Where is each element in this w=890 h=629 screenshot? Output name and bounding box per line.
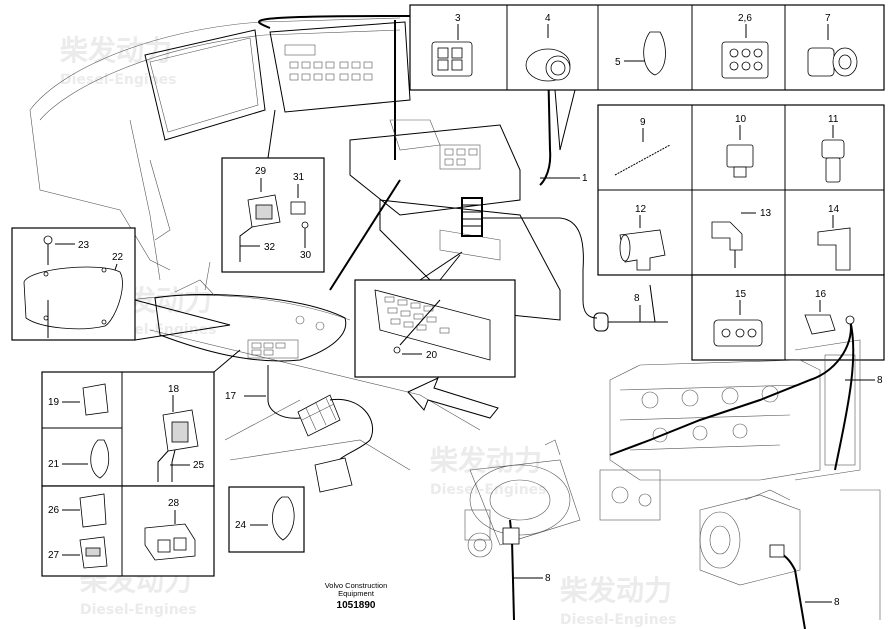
callout-31: 31 [293,172,305,183]
callout-8-pump: 8 [545,573,551,584]
connector-7 [807,47,835,77]
callout-21: 21 [48,459,60,470]
callout-2-6: 2,6 [738,13,752,24]
callout-12: 12 [635,204,647,215]
callout-32: 32 [264,242,276,253]
screw-30 [301,221,309,229]
watermark-logo-4: 柴发动力 [430,444,542,477]
callout-27: 27 [48,550,60,561]
armrest-console [154,261,347,362]
callout-13: 13 [760,208,772,219]
screw-23 [43,235,53,245]
symbol-insert-31 [290,201,306,215]
watermark-logo-6: 柴发动力 [560,574,672,607]
elbow-connector-13 [711,221,743,251]
connector-10 [726,144,754,168]
cover-plate-22 [23,266,123,330]
detail-pointer [329,179,401,291]
callout-30: 30 [300,250,312,261]
publisher-line-1: Volvo Construction [324,581,388,590]
callout-18: 18 [168,384,180,395]
callout-10: 10 [735,114,747,125]
callout-1: 1 [582,173,588,184]
callout-11: 11 [828,114,839,125]
pedal-plate [314,457,353,493]
callout-19: 19 [48,397,60,408]
cable-tie-box: 24 [228,486,305,553]
callout-15: 15 [735,289,747,300]
publisher-label: Volvo Construction Equipment [300,582,412,598]
pump-assembly [464,439,581,621]
callout-8-motor: 8 [834,597,840,608]
hydraulic-valve-block [599,315,881,620]
callout-8-harness: 8 [634,293,640,304]
label-mat-20 [374,289,491,361]
watermark-text-1: Diesel-Engines [60,72,177,88]
watermark-text-6: Diesel-Engines [560,612,677,628]
relay-19 [82,383,109,416]
screw-20 [393,346,401,354]
cap-14 [817,227,851,271]
spiral-wrap-9 [614,144,671,176]
cable-tie-24 [271,496,295,541]
parts-grid-left: 19 21 18 25 [41,349,241,487]
tee-fitting-12 [619,229,666,271]
callout-20: 20 [426,350,438,361]
callout-7: 7 [825,13,831,24]
callout-17: 17 [225,391,237,402]
switch-detail-box: 29 31 32 30 [221,109,325,273]
callout-3: 3 [455,13,461,24]
callout-14: 14 [828,204,840,215]
connector-housing-3 [431,41,473,77]
cable-tie-21 [90,439,110,479]
mat-detail-box: 20 [354,251,516,378]
motor-assembly [699,489,806,629]
relay-26 [79,493,107,528]
cab-interior-drawing [29,17,481,471]
callout-9: 9 [640,117,646,128]
switch-panel-grid [289,61,373,81]
callout-26: 26 [48,505,60,516]
direction-arrow [407,377,499,419]
callout-24: 24 [235,520,247,531]
connector-icon [593,312,609,332]
cable-tie-5 [643,31,666,76]
callout-28: 28 [168,498,180,509]
plug-16 [804,314,836,335]
callout-8-valve: 8 [877,375,883,386]
publisher-line-2: Equipment [338,589,374,598]
callout-25: 25 [193,460,205,471]
cover-detail-box: 23 22 [11,227,231,341]
connector-housing-2-6 [721,41,769,79]
watermark-text-5: Diesel-Engines [80,602,197,618]
watermark-logo-1: 柴发动力 [60,34,172,67]
callout-4: 4 [545,13,551,24]
callout-29: 29 [255,166,267,177]
harness-block [461,197,483,237]
callout-16: 16 [815,289,827,300]
callout-23: 23 [78,240,90,251]
watermark-text-4: Diesel-Engines [430,482,547,498]
callout-22: 22 [112,252,124,263]
connector-11 [821,139,845,159]
floor-harness: 17 [225,365,374,493]
callout-5: 5 [615,57,621,68]
parts-grid-bottom-left: 26 27 28 [41,485,215,577]
parts-strip-top: 3 4 5 2,6 7 [409,4,885,151]
drawing-number: 1051890 [336,600,376,611]
